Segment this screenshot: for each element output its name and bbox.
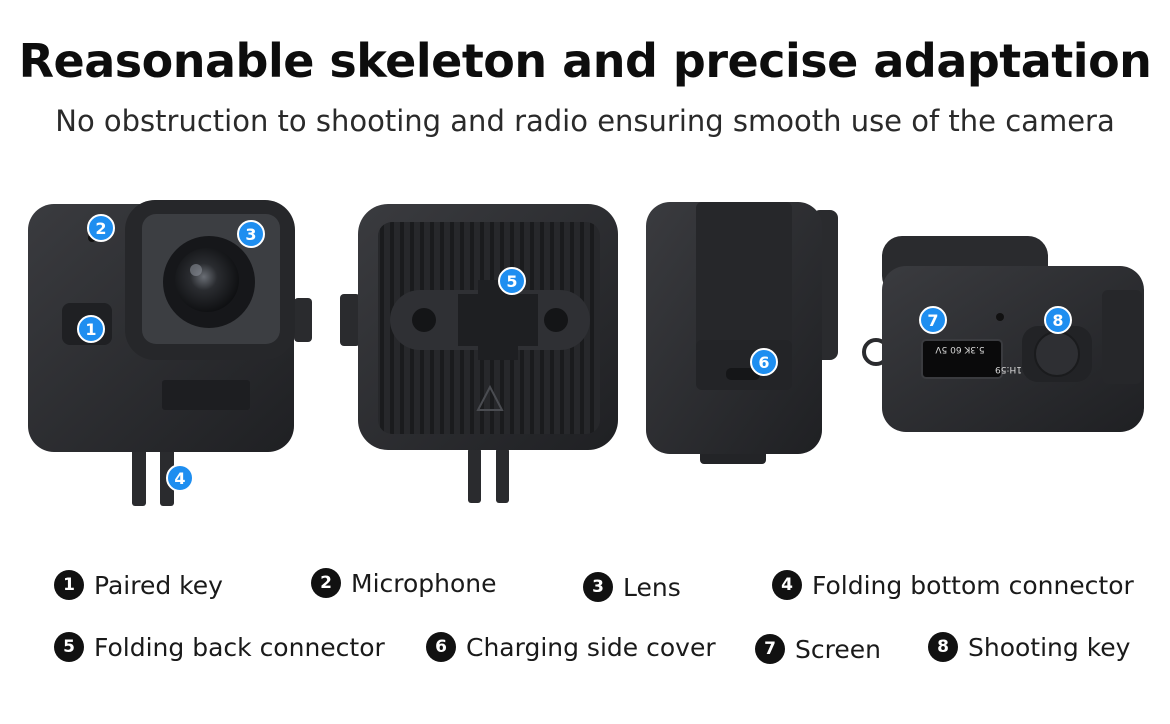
legend-item-shooting-key: 8 Shooting key [928, 632, 1130, 662]
svg-text:6: 6 [758, 353, 769, 372]
top-view: 5.3K 60 5V 1H:59 7 8 [862, 236, 1144, 432]
legend-number: 3 [583, 572, 613, 602]
shooting-key [1034, 331, 1080, 377]
legend-number: 6 [426, 632, 456, 662]
lens-glass [175, 248, 239, 312]
legend-label: Shooting key [968, 632, 1131, 662]
badge-8: 8 [1044, 306, 1072, 334]
legend-number: 1 [54, 570, 84, 600]
legend-number: 5 [54, 632, 84, 662]
legend-label: Lens [623, 572, 681, 602]
legend-label: Screen [795, 634, 881, 664]
svg-text:5: 5 [506, 272, 517, 291]
svg-text:3: 3 [245, 225, 256, 244]
back-side-tab [340, 294, 360, 346]
front-view: 1 2 3 4 [28, 200, 312, 506]
legend-item-folding-bottom-connector: 4 Folding bottom connector [772, 570, 1134, 600]
legend-label: Paired key [94, 570, 223, 600]
connector-hole-left [412, 308, 436, 332]
badge-3: 3 [237, 220, 265, 248]
top-case [882, 266, 1144, 432]
legend-item-lens: 3 Lens [583, 572, 681, 602]
svg-text:1: 1 [85, 320, 96, 339]
lens-reflection [190, 264, 202, 276]
connector-hole-right [544, 308, 568, 332]
legend-number: 7 [755, 634, 785, 664]
svg-text:7: 7 [927, 311, 938, 330]
screen [921, 339, 1003, 379]
badge-2: 2 [87, 214, 115, 242]
legend-label: Charging side cover [466, 632, 716, 662]
side-tab [294, 298, 312, 342]
svg-text:2: 2 [95, 219, 106, 238]
front-slot [162, 380, 250, 410]
page-title: Reasonable skeleton and precise adaptati… [18, 34, 1152, 88]
top-side-panel [1102, 290, 1142, 384]
legend-item-folding-back-connector: 5 Folding back connector [54, 632, 385, 662]
product-views: 1 2 3 4 5 [28, 200, 1144, 506]
badge-5: 5 [498, 267, 526, 295]
legend-item-paired-key: 1 Paired key [54, 570, 223, 600]
side-panel [696, 202, 792, 352]
page-subtitle: No obstruction to shooting and radio ens… [55, 104, 1115, 138]
cover-tab [726, 368, 760, 380]
legend-number: 8 [928, 632, 958, 662]
screen-text-bottom: 1H:59 [995, 364, 1022, 374]
legend-label: Folding bottom connector [812, 570, 1134, 600]
badge-1: 1 [77, 315, 105, 343]
legend-label: Folding back connector [94, 632, 385, 662]
back-prong-1 [468, 448, 481, 503]
svg-text:8: 8 [1052, 311, 1063, 330]
badge-7: 7 [919, 306, 947, 334]
legend-number: 4 [772, 570, 802, 600]
legend-item-screen: 7 Screen [755, 634, 881, 664]
badge-4: 4 [166, 464, 194, 492]
legend-item-charging-side-cover: 6 Charging side cover [426, 632, 716, 662]
back-view: 5 [340, 204, 618, 503]
legend-number: 2 [311, 568, 341, 598]
back-prong-2 [496, 448, 509, 503]
connector-cross [458, 280, 538, 360]
screen-text-top: 5.3K 60 5V [935, 344, 985, 354]
legend-item-microphone: 2 Microphone [311, 568, 497, 598]
top-mic-hole [996, 313, 1004, 321]
legend-label: Microphone [351, 568, 497, 598]
badge-6: 6 [750, 348, 778, 376]
side-view: 6 [646, 202, 838, 464]
warning-triangle [476, 384, 504, 411]
svg-text:4: 4 [174, 469, 185, 488]
